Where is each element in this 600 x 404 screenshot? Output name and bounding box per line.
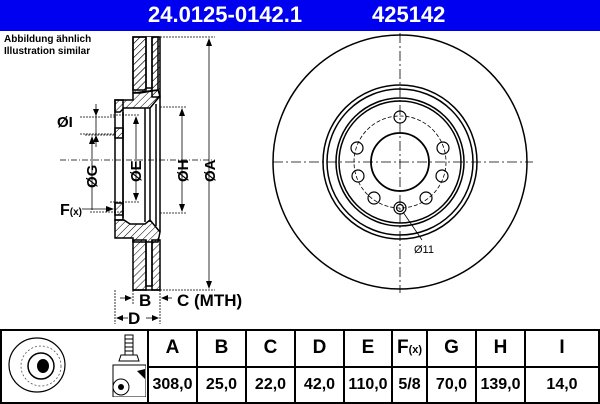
brake-disc-icon [8,334,147,398]
label-dia-h: ØH [175,160,192,183]
col-header-h: H [475,329,526,368]
col-header-d: D [294,329,345,368]
value-b: 25,0 [196,365,247,404]
value-a: 308,0 [147,365,198,404]
value-g: 70,0 [426,365,477,404]
col-header-c: C [245,329,296,368]
bolt-icon [118,334,140,362]
value-f: 5/8 [391,365,428,404]
label-dia-i: ØI [57,114,73,131]
label-c: C (MTH) [177,291,242,310]
dimension-labels: ØI ØG ØE ØH ØA F(x) B C (MTH) D [57,114,242,328]
label-dia-a: ØA [202,159,219,182]
reference-number: 425142 [372,2,446,27]
label-b: B [139,291,151,310]
product-images-cell [0,329,149,404]
note-line-de: Abbildung ähnlich [4,34,92,45]
front-view [272,33,533,293]
col-header-e: E [343,329,393,368]
label-f: F(x) [60,202,82,219]
col-header-a: A [147,329,198,368]
note-line-en: Illustration similar [4,46,91,57]
col-header-i: I [524,329,600,368]
part-number: 24.0125-0142.1 [148,2,303,27]
dimension-arrows [89,38,212,321]
label-dia-g: ØG [84,165,101,188]
wheel-hub-icon [112,364,147,398]
illustration-note: Abbildung ähnlich Illustration similar [4,34,91,58]
table-header-row: A B C D E F(x) G H I [0,329,600,404]
col-header-g: G [426,329,477,368]
specification-table: A B C D E F(x) G H I 308,0 25,0 22,0 42,… [0,329,600,404]
value-h: 139,0 [475,365,526,404]
label-dia-e: ØE [128,160,145,182]
technical-drawing: ØI ØG ØE ØH ØA F(x) B C (MTH) D [57,33,533,328]
value-i: 14,0 [524,365,600,404]
col-header-b: B [196,329,247,368]
table-value-row: 308,0 25,0 22,0 42,0 110,0 5/8 70,0 139,… [1,365,600,404]
dimension-lines [60,36,215,324]
hole-diameter-label: Ø11 [414,244,434,256]
value-d: 42,0 [294,365,345,404]
value-c: 22,0 [245,365,296,404]
value-e: 110,0 [343,365,393,404]
bolt-holes [350,110,450,215]
title-bar: 24.0125-0142.1 425142 [0,0,600,31]
col-header-f: F(x) [391,329,428,368]
label-d: D [128,309,140,328]
